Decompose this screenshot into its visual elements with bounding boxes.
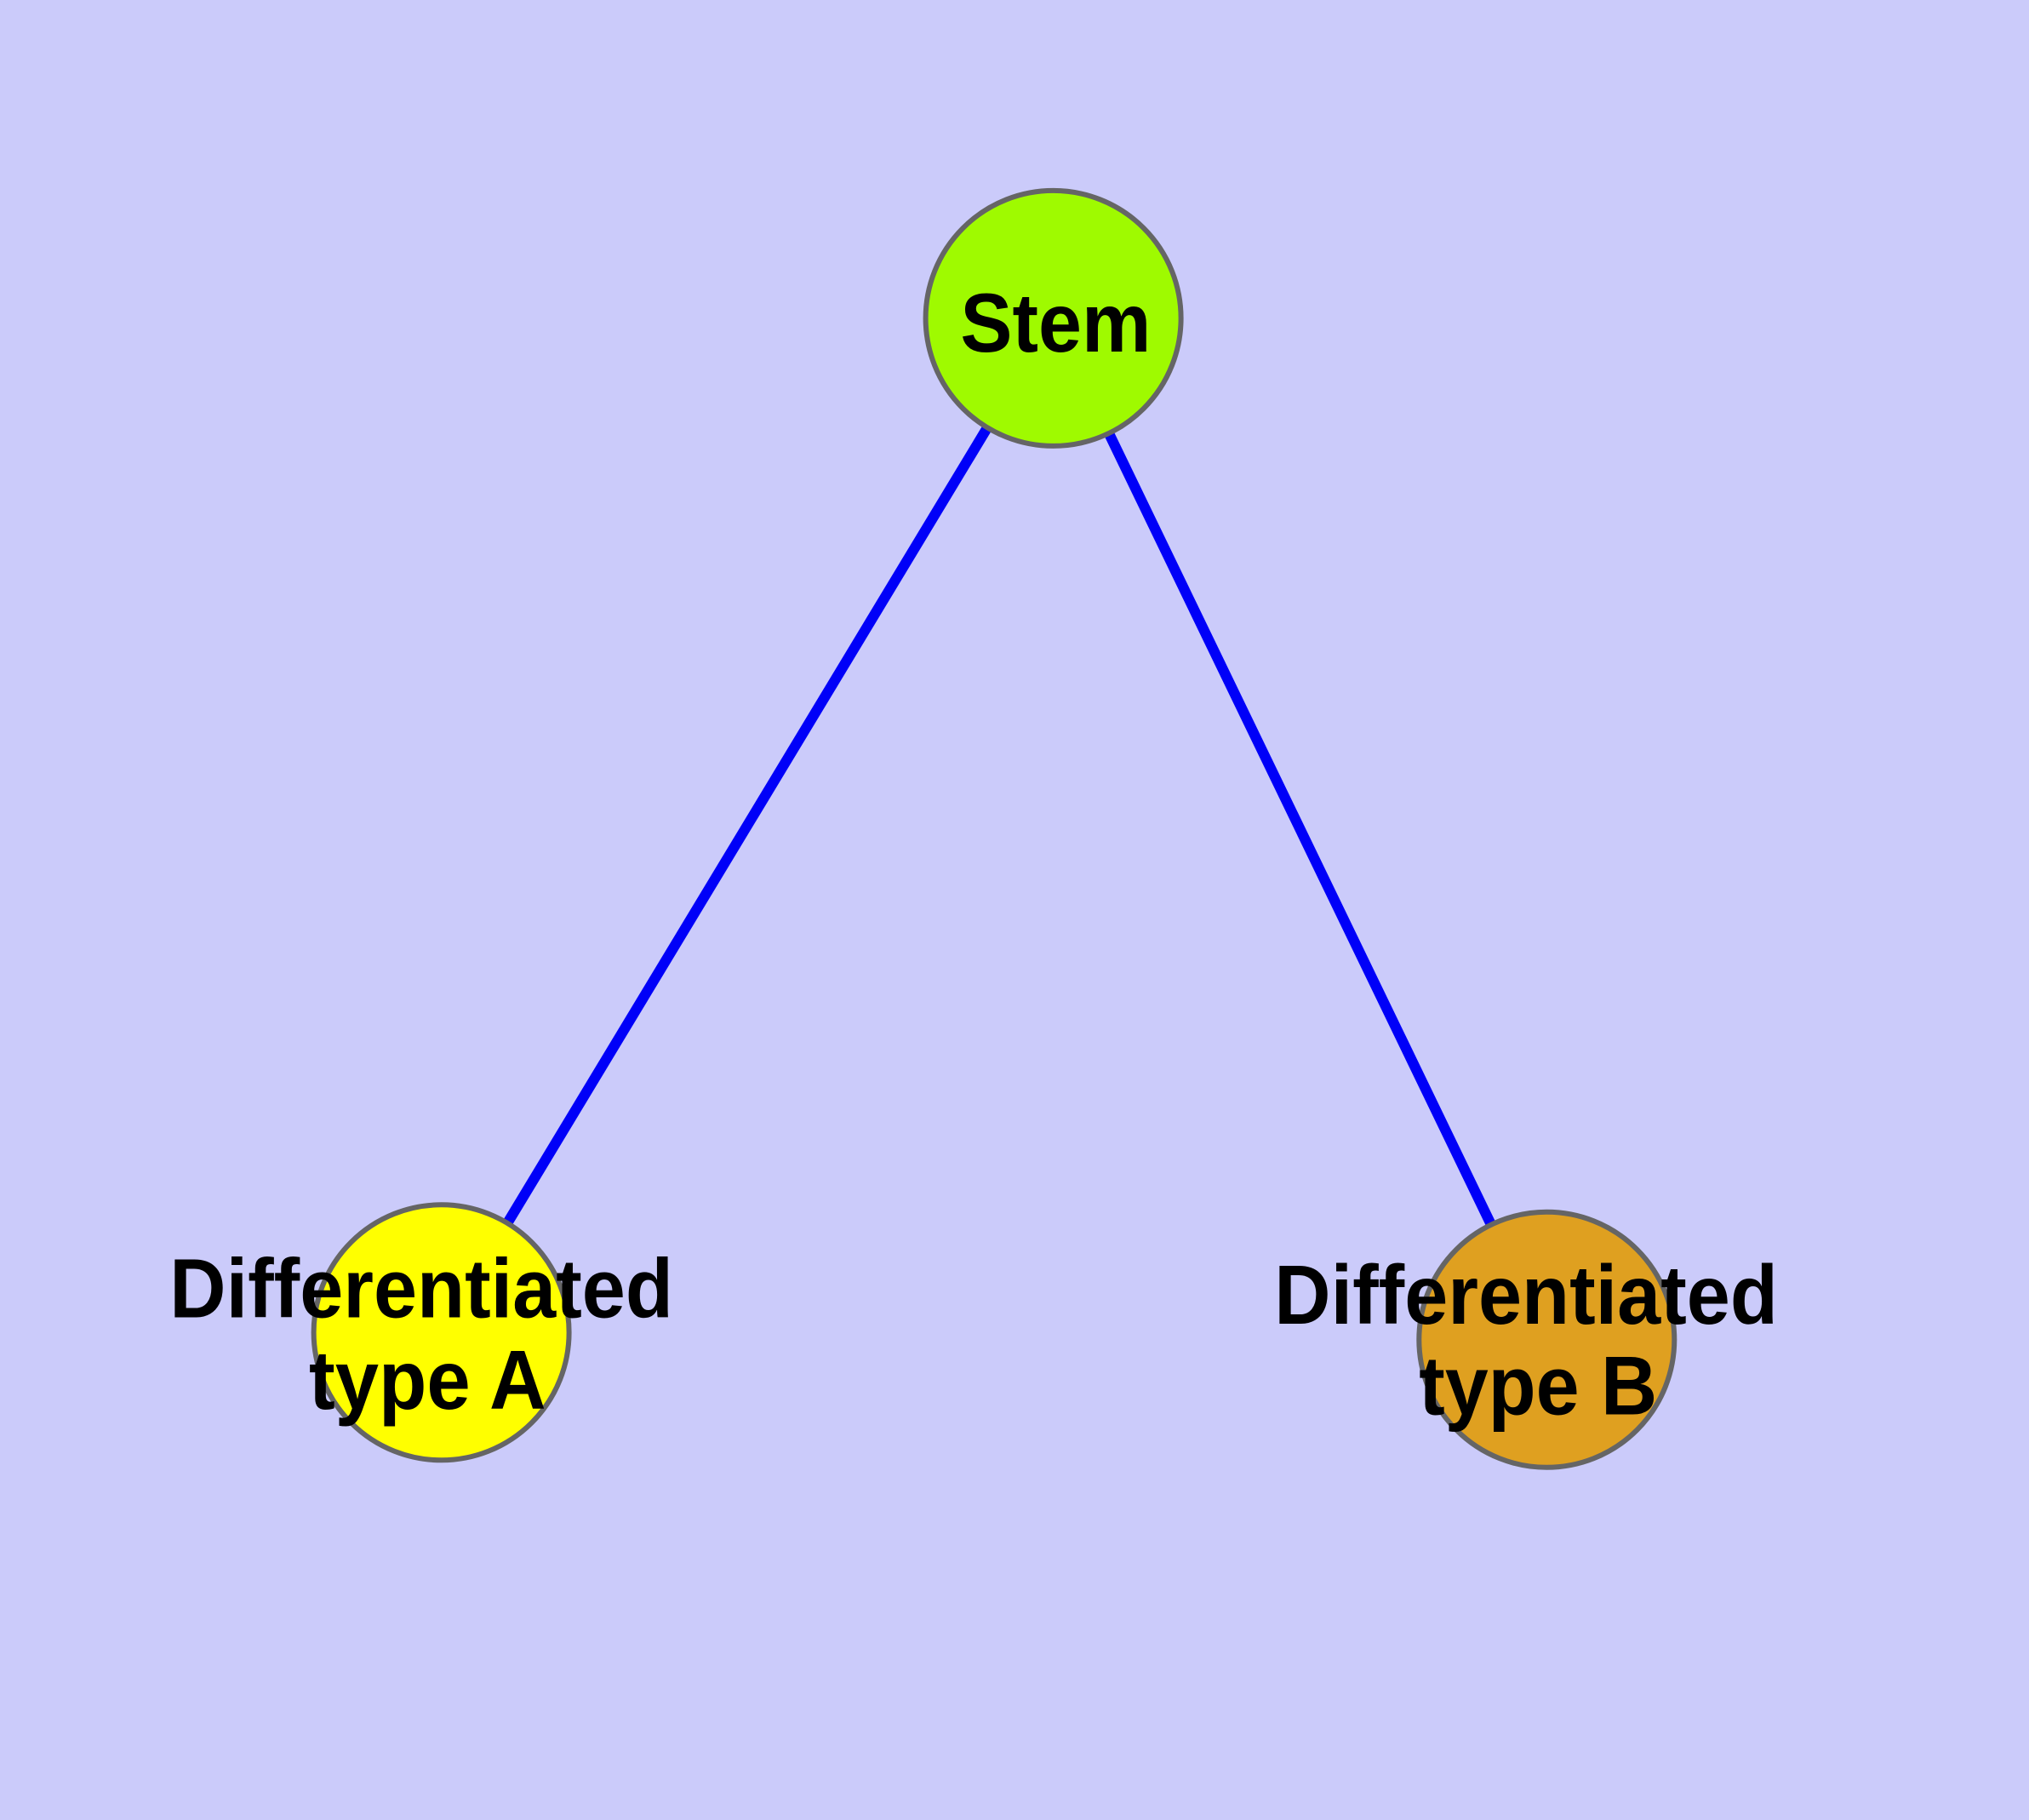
svg-text:type A: type A: [309, 1333, 546, 1427]
svg-text:Differentiated: Differentiated: [169, 1241, 673, 1335]
svg-text:Stem: Stem: [960, 276, 1151, 369]
svg-text:Differentiated: Differentiated: [1274, 1248, 1778, 1342]
svg-text:type B: type B: [1419, 1339, 1657, 1433]
